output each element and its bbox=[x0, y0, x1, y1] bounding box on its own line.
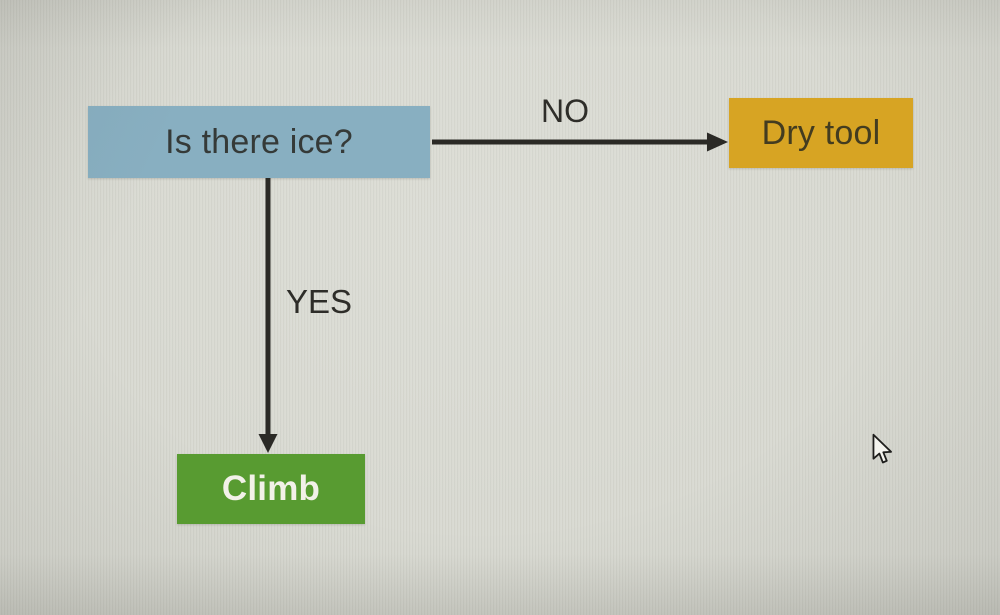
node-climb-label: Climb bbox=[221, 469, 321, 508]
node-climb: Climb bbox=[177, 454, 365, 524]
node-dry-tool: Dry tool bbox=[729, 98, 913, 168]
node-is-there-ice: Is there ice? bbox=[88, 106, 430, 178]
node-dry-tool-label: Dry tool bbox=[761, 113, 881, 152]
yes-arrow bbox=[258, 178, 278, 453]
no-arrow bbox=[432, 132, 728, 152]
edge-label-yes: YES bbox=[286, 283, 353, 320]
mouse-cursor-icon bbox=[872, 433, 892, 464]
edge-label-no: NO bbox=[541, 93, 589, 129]
node-is-there-ice-label: Is there ice? bbox=[165, 122, 353, 161]
